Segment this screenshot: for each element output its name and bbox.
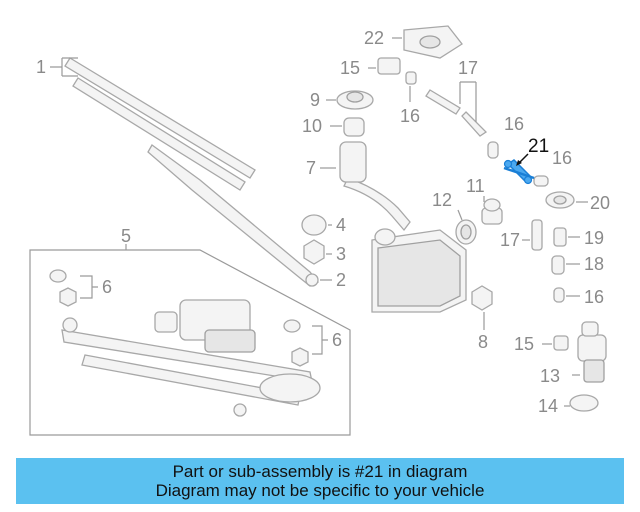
elbow-19[interactable] bbox=[553, 227, 580, 247]
callout-17b: 17 bbox=[500, 230, 520, 250]
cover-22[interactable] bbox=[392, 25, 463, 59]
callout-11: 11 bbox=[466, 176, 485, 196]
callout-17a: 17 bbox=[458, 58, 478, 78]
cap-9[interactable] bbox=[326, 90, 374, 110]
callout-9: 9 bbox=[310, 90, 320, 110]
wiper-blades[interactable] bbox=[50, 57, 256, 191]
callout-8: 8 bbox=[478, 332, 488, 352]
connector-15a[interactable] bbox=[368, 57, 401, 75]
washer-reservoir[interactable] bbox=[320, 141, 467, 313]
callout-6b: 6 bbox=[332, 330, 342, 350]
callout-13: 13 bbox=[540, 366, 560, 386]
fitting-17[interactable] bbox=[425, 81, 543, 251]
callout-18: 18 bbox=[584, 254, 604, 274]
motor-11[interactable] bbox=[481, 196, 503, 225]
grommet-20[interactable] bbox=[545, 191, 588, 209]
callout-15a: 15 bbox=[340, 58, 360, 78]
callout-4: 4 bbox=[336, 215, 346, 235]
callout-12: 12 bbox=[432, 190, 452, 210]
callout-7: 7 bbox=[306, 158, 316, 178]
callout-20: 20 bbox=[590, 193, 610, 213]
valve-18[interactable] bbox=[551, 255, 580, 275]
nut-3[interactable] bbox=[303, 239, 332, 265]
callout-2: 2 bbox=[336, 270, 346, 290]
grommet-8[interactable] bbox=[471, 285, 493, 330]
connector-15b[interactable] bbox=[542, 335, 569, 351]
callout-16b: 16 bbox=[504, 114, 524, 134]
callout-5: 5 bbox=[121, 226, 131, 246]
callout-16d: 16 bbox=[584, 287, 604, 307]
cap-4[interactable] bbox=[301, 214, 332, 236]
callout-15b: 15 bbox=[514, 334, 534, 354]
grommet-14[interactable] bbox=[564, 394, 599, 412]
callout-1: 1 bbox=[36, 57, 46, 77]
parts-diagram: 1 2 3 4 5 6 6 7 8 9 10 11 12 13 14 15 15… bbox=[29, 25, 610, 436]
pump-13[interactable] bbox=[572, 321, 607, 383]
info-banner: Part or sub-assembly is #21 in diagram D… bbox=[16, 458, 624, 504]
callout-21: 21 bbox=[528, 136, 549, 157]
banner-line-1: Part or sub-assembly is #21 in diagram bbox=[172, 462, 468, 481]
callout-6a: 6 bbox=[102, 277, 112, 297]
highlighted-part-21[interactable] bbox=[503, 153, 535, 185]
callout-3: 3 bbox=[336, 244, 346, 264]
callout-16c: 16 bbox=[552, 148, 572, 168]
callout-16a: 16 bbox=[400, 106, 420, 126]
callout-14: 14 bbox=[538, 396, 558, 416]
callout-22: 22 bbox=[364, 28, 384, 48]
banner-line-2: Diagram may not be specific to your vehi… bbox=[155, 481, 485, 500]
callout-19: 19 bbox=[584, 228, 604, 248]
linkage-box bbox=[29, 244, 351, 436]
grommet-10[interactable] bbox=[330, 117, 365, 137]
nozzle-16[interactable] bbox=[405, 71, 580, 303]
callout-10: 10 bbox=[302, 116, 322, 136]
grommet-12[interactable] bbox=[455, 209, 477, 245]
wiper-arm[interactable] bbox=[147, 144, 332, 287]
